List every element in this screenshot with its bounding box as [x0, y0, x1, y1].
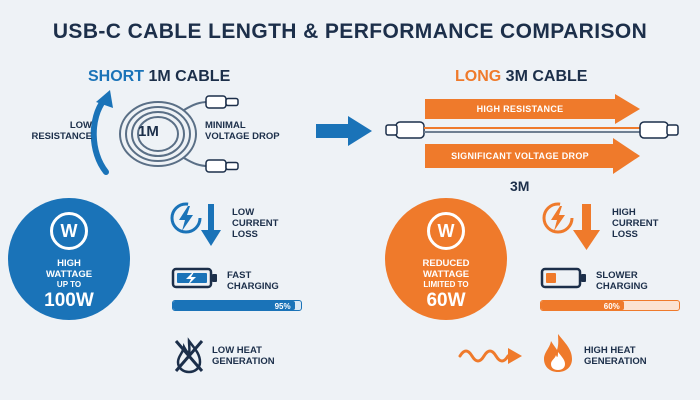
wattage-line-3: UP TO: [56, 280, 82, 289]
short-heading-accent: SHORT: [88, 68, 144, 85]
high-resistance-arrow: [425, 94, 640, 124]
heat-wave-icon: [458, 348, 522, 364]
long-charge-progress: 60%: [540, 300, 680, 311]
resistance-line-1: LOW: [69, 120, 92, 131]
voltage-line-2: VOLTAGE DROP: [205, 131, 280, 142]
charging-line-2: CHARGING: [227, 281, 279, 292]
long-heading-rest: 3M CABLE: [505, 68, 588, 85]
heat-line-1: LOW HEAT: [212, 345, 262, 356]
voltage-drop-text: SIGNIFICANT VOLTAGE DROP: [451, 151, 589, 161]
charging-line-1: FAST: [227, 270, 252, 281]
heat-line-2: GENERATION: [584, 356, 647, 367]
short-cable-heading: SHORT 1M CABLE: [88, 68, 230, 86]
wattage-line-1: REDUCED: [422, 258, 470, 269]
voltage-line-1: MINIMAL: [205, 120, 246, 131]
battery-icon: [171, 267, 217, 289]
long-heading-accent: LONG: [455, 68, 502, 85]
heat-line-2: GENERATION: [212, 356, 275, 367]
battery-icon: [540, 267, 586, 289]
long-length-label: 3M: [510, 178, 530, 194]
page-title: USB-C CABLE LENGTH & PERFORMANCE COMPARI…: [52, 20, 648, 43]
lightning-icon: [542, 202, 600, 250]
wattage-line-2: WATTAGE: [45, 269, 93, 280]
wattage-icon: W: [427, 212, 465, 250]
wattage-value: 60W: [426, 290, 466, 311]
short-charge-fill: 95%: [173, 301, 295, 310]
low-heat-label: LOW HEAT GENERATION: [212, 345, 275, 367]
fire-icon: [544, 334, 572, 372]
high-wattage-circle: W HIGH WATTAGE UP TO 100W: [8, 198, 130, 320]
low-resistance-label: LOW RESISTANCE: [30, 120, 92, 142]
minimal-voltage-label: MINIMAL VOLTAGE DROP: [205, 120, 280, 142]
wattage-icon: W: [50, 212, 88, 250]
crossed-fire-icon: [174, 337, 204, 374]
short-charge-percent: 95%: [274, 302, 291, 311]
coiled-cable-icon: [90, 90, 239, 175]
voltage-drop-arrow: [425, 138, 640, 174]
short-heading-rest: 1M CABLE: [148, 68, 231, 85]
short-charge-progress: 95%: [172, 300, 302, 311]
short-length-label: 1M: [138, 123, 159, 140]
long-cable-heading: LONG 3M CABLE: [455, 68, 587, 86]
current-line-3: LOSS: [232, 229, 258, 240]
fast-charging-label: FAST CHARGING: [227, 270, 279, 292]
wattage-value: 100W: [44, 290, 94, 311]
low-current-loss-label: LOW CURRENT LOSS: [232, 207, 278, 240]
current-line-1: HIGH: [612, 207, 636, 218]
straight-cable-icon: [385, 121, 679, 139]
long-charge-percent: 60%: [603, 302, 620, 311]
wattage-line-3: LIMITED TO: [423, 280, 469, 289]
wattage-line-2: WATTAGE: [422, 269, 470, 280]
high-current-loss-label: HIGH CURRENT LOSS: [612, 207, 658, 240]
wattage-line-1: HIGH: [57, 258, 81, 269]
current-line-3: LOSS: [612, 229, 638, 240]
lightning-icon: [170, 202, 221, 246]
current-line-1: LOW: [232, 207, 255, 218]
charging-line-1: SLOWER: [596, 270, 638, 281]
heat-line-1: HIGH HEAT: [584, 345, 636, 356]
current-line-2: CURRENT: [612, 218, 659, 229]
slower-charging-label: SLOWER CHARGING: [596, 270, 648, 292]
high-heat-label: HIGH HEAT GENERATION: [584, 345, 647, 367]
resistance-line-2: RESISTANCE: [31, 131, 92, 142]
reduced-wattage-circle: W REDUCED WATTAGE LIMITED TO 60W: [385, 198, 507, 320]
high-resistance-text: HIGH RESISTANCE: [476, 104, 564, 114]
long-charge-fill: 60%: [541, 301, 624, 310]
charging-line-2: CHARGING: [596, 281, 648, 292]
right-arrow-icon: [316, 116, 372, 146]
current-line-2: CURRENT: [232, 218, 279, 229]
